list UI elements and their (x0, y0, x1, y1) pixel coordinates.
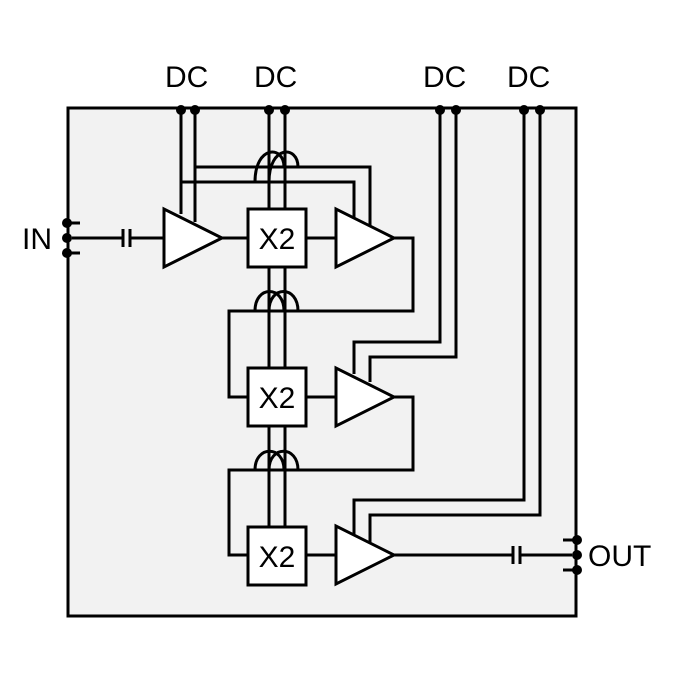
chip-package (66, 106, 578, 618)
stage-1: X2 (162, 206, 415, 399)
dc-label-1: DC (165, 61, 208, 94)
amplifier-2 (334, 206, 398, 270)
dc-label-3: DC (423, 61, 466, 94)
amplifier-1 (162, 206, 226, 270)
multiplier-1 (246, 207, 308, 269)
output-label: OUT (588, 540, 651, 573)
input-signal-path (72, 229, 164, 247)
wire-crossovers (253, 150, 300, 471)
dc-label-4: DC (507, 61, 550, 94)
multiplier-2 (246, 366, 308, 428)
stage-2: X2 (227, 365, 415, 557)
input-pins (62, 218, 80, 258)
multiplier-2-label: X2 (259, 382, 296, 415)
amplifier-3 (334, 365, 398, 429)
multiplier-3-label: X2 (259, 541, 296, 574)
dc-label-2: DC (254, 61, 297, 94)
amplifier-4 (334, 523, 398, 587)
output-signal-path (394, 546, 572, 564)
multiplier-1-label: X2 (259, 223, 296, 256)
multiplier-3 (246, 525, 308, 587)
stage-3: X2 (246, 523, 398, 587)
output-pins (563, 535, 582, 575)
input-label: IN (22, 223, 52, 256)
